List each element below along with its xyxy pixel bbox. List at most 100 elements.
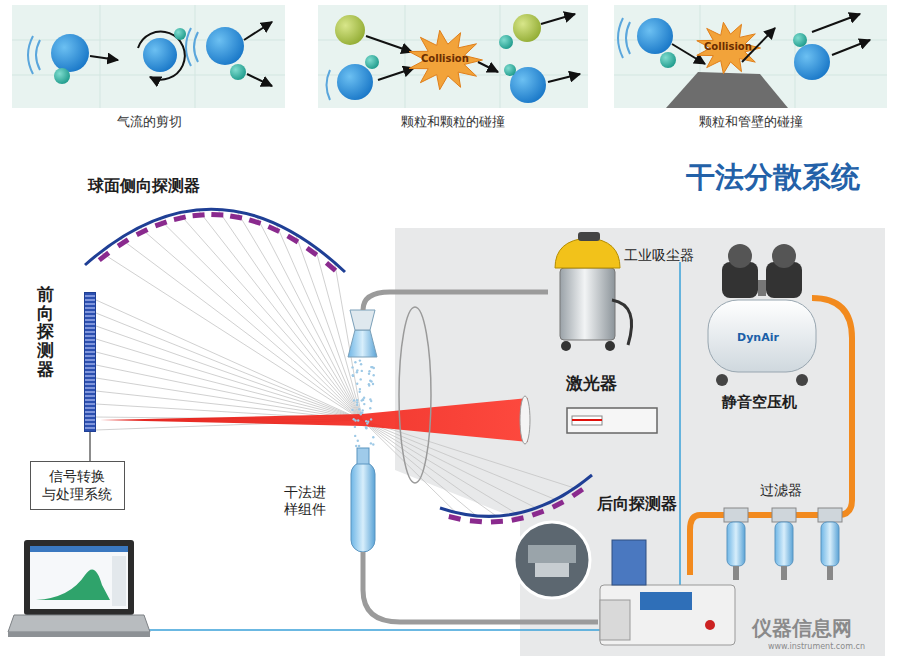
diagram-title: 干法分散系统 — [686, 160, 860, 195]
particle — [361, 399, 363, 401]
particle — [372, 383, 374, 385]
scatter-ray — [96, 365, 362, 420]
detector-element — [173, 214, 186, 222]
detector-element — [248, 217, 261, 225]
scatter-ray — [257, 216, 362, 420]
wire — [679, 262, 681, 585]
particle — [356, 399, 358, 401]
particle — [368, 373, 370, 375]
particle — [366, 422, 368, 424]
caption: 颗粒和颗粒的碰撞 — [401, 114, 505, 130]
scatter-ray — [120, 238, 362, 420]
side-detector-arc — [85, 209, 345, 272]
scatter-ray — [96, 339, 362, 420]
detector-element — [571, 487, 584, 498]
particle — [361, 370, 363, 372]
particle — [355, 445, 357, 447]
detector-element — [491, 519, 503, 525]
forward-detector: 前向探测器 — [84, 292, 96, 432]
particle — [370, 400, 372, 402]
scatter-ray — [101, 252, 362, 420]
laser-beam — [100, 398, 528, 442]
vacuum-hose — [363, 292, 548, 310]
caption: 颗粒和管壁的碰撞 — [699, 114, 803, 130]
part-label: 激光器 — [566, 373, 617, 393]
particle — [352, 375, 354, 377]
particle — [351, 366, 353, 368]
detector-element — [448, 514, 461, 522]
brand-label: DynAir — [737, 331, 779, 344]
part-label: 球面侧向探测器 — [88, 176, 200, 195]
particle — [365, 427, 367, 429]
detector-element — [230, 213, 243, 220]
particle — [361, 412, 363, 414]
part-label: 干法进 样组件 — [284, 484, 330, 518]
collision-burst — [409, 30, 483, 89]
feeder — [514, 522, 735, 645]
particle — [361, 412, 363, 414]
particle — [362, 409, 364, 411]
vacuum-cleaner — [555, 232, 632, 351]
particle — [369, 407, 371, 409]
detector-element — [325, 261, 337, 273]
particle — [369, 380, 371, 382]
particle — [354, 419, 356, 421]
ring — [399, 307, 431, 483]
particle — [354, 426, 356, 428]
particle — [363, 403, 365, 405]
particle — [370, 442, 372, 444]
scatter-rays — [96, 209, 575, 516]
particle — [359, 391, 361, 393]
scatter-ray — [237, 212, 362, 420]
detector-element — [511, 515, 524, 522]
laser-tube — [567, 408, 657, 433]
detector-element — [192, 212, 204, 218]
detector-element — [154, 219, 167, 228]
detector-element — [286, 234, 299, 244]
part-label: 过滤器 — [760, 482, 802, 499]
particle — [365, 426, 367, 428]
scatter-ray — [198, 210, 362, 420]
burst-text: Collision — [704, 41, 752, 53]
particle — [360, 363, 362, 365]
particle — [357, 440, 359, 442]
particle — [356, 401, 358, 403]
particle — [354, 361, 356, 363]
filters — [724, 508, 842, 580]
back-detector-arc — [440, 475, 592, 516]
scatter-ray — [362, 420, 456, 513]
particle — [354, 435, 356, 437]
particle — [351, 409, 353, 411]
process-box: 信号转换 与处理系统 — [30, 461, 125, 510]
particle — [373, 374, 375, 376]
particle — [372, 443, 374, 445]
particle — [373, 367, 375, 369]
detector-element — [470, 518, 482, 524]
caption: 气流的剪切 — [117, 114, 182, 130]
collision-burst — [697, 22, 761, 73]
particle — [356, 383, 358, 385]
top-panels — [12, 5, 887, 108]
particle — [356, 371, 358, 373]
particle — [368, 370, 370, 372]
burst-text: Collision — [421, 53, 469, 65]
vertical-label: 前向探测器 — [37, 285, 54, 378]
scatter-ray — [96, 300, 362, 420]
part-label: 工业吸尘器 — [624, 247, 694, 264]
detector-element — [267, 224, 280, 234]
particle — [353, 399, 355, 401]
detector-element — [98, 251, 111, 262]
laptop — [8, 540, 150, 637]
connector — [89, 432, 91, 461]
scatter-ray — [179, 213, 362, 420]
lens — [520, 396, 530, 444]
particle — [365, 420, 367, 422]
box-text: 信号转换 与处理系统 — [41, 467, 114, 503]
detector-element — [136, 227, 149, 237]
detector-element — [552, 500, 565, 510]
part-label: 静音空压机 — [722, 393, 797, 411]
sample-unit — [348, 310, 377, 552]
scatter-ray — [96, 378, 362, 420]
